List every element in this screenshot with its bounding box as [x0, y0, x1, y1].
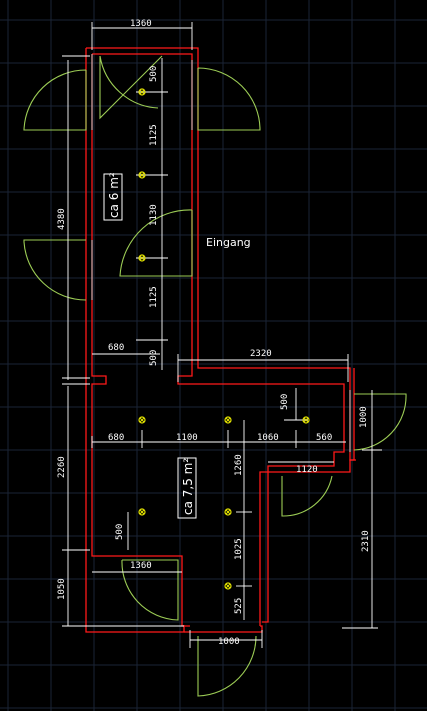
- door-bottom: [197, 635, 257, 697]
- dim-525: 525: [234, 598, 244, 614]
- dim-1000-bottom: 1000: [218, 637, 240, 647]
- dim-1050: 1050: [57, 578, 67, 600]
- door-right: [353, 393, 407, 451]
- lamp-icon: [138, 88, 146, 96]
- wall-outline-inner-upper: [92, 53, 345, 623]
- door-upper-right: [197, 67, 261, 131]
- room-labels: ca 6 m² ca 7,5 m² Eingang: [103, 172, 251, 519]
- wall-outline-upper: [86, 47, 355, 461]
- dim-1060: 1060: [257, 433, 279, 443]
- lamp-icon: [138, 416, 146, 424]
- lamp-icon: [224, 508, 232, 516]
- lamp-icon: [138, 254, 146, 262]
- door-upper-left: [23, 69, 87, 131]
- dim-1120: 1120: [296, 465, 318, 475]
- room-lower-label-box: [177, 457, 197, 519]
- door-lower-left: [121, 559, 179, 621]
- door-mid-left: [23, 239, 87, 301]
- dim-1360-bottom: 1360: [130, 561, 152, 571]
- dimension-lines: [62, 22, 382, 648]
- dim-1025: 1025: [234, 538, 244, 560]
- wall-outline-left: [85, 48, 185, 633]
- dim-left-height: 4380: [57, 208, 67, 230]
- light-fixtures: [138, 88, 310, 590]
- dim-1125-a: 1125: [149, 124, 159, 146]
- door-upper-inner: [99, 55, 163, 120]
- dimension-labels: 1360 4380 500 1125 1130 1125 680 500 232…: [57, 19, 371, 647]
- lamp-icon: [138, 508, 146, 516]
- lamp-icon: [224, 416, 232, 424]
- lamp-icon: [224, 582, 232, 590]
- dim-1000-right: 1000: [359, 406, 369, 428]
- dim-2320: 2320: [250, 349, 272, 359]
- dim-680-upper: 680: [108, 343, 124, 353]
- room-upper-area: ca 6 m²: [107, 172, 121, 218]
- dim-500-right: 500: [280, 394, 290, 410]
- dim-560: 560: [316, 433, 332, 443]
- dim-500-top: 500: [149, 66, 159, 82]
- wall-outline-bottom: [184, 459, 356, 633]
- dim-2310: 2310: [361, 530, 371, 552]
- dim-2260: 2260: [57, 456, 67, 478]
- room-upper-label-box: [103, 173, 123, 221]
- dim-1100: 1100: [176, 433, 198, 443]
- doors: [23, 55, 407, 697]
- dim-1125-b: 1125: [149, 286, 159, 308]
- lamp-icon: [302, 416, 310, 424]
- walls: [85, 47, 356, 633]
- dim-top-width: 1360: [130, 19, 152, 29]
- entrance-label: Eingang: [206, 236, 251, 249]
- lamp-icon: [138, 171, 146, 179]
- door-lower-inner: [281, 475, 333, 517]
- wall-outline-inner-left: [91, 54, 190, 627]
- room-lower-area: ca 7,5 m²: [181, 458, 195, 515]
- dim-1130: 1130: [149, 204, 159, 226]
- dim-680-lower: 680: [108, 433, 124, 443]
- dim-500-low: 500: [115, 524, 125, 540]
- dim-1260: 1260: [234, 454, 244, 476]
- door-entrance: [119, 209, 193, 277]
- dim-500-mid: 500: [149, 350, 159, 366]
